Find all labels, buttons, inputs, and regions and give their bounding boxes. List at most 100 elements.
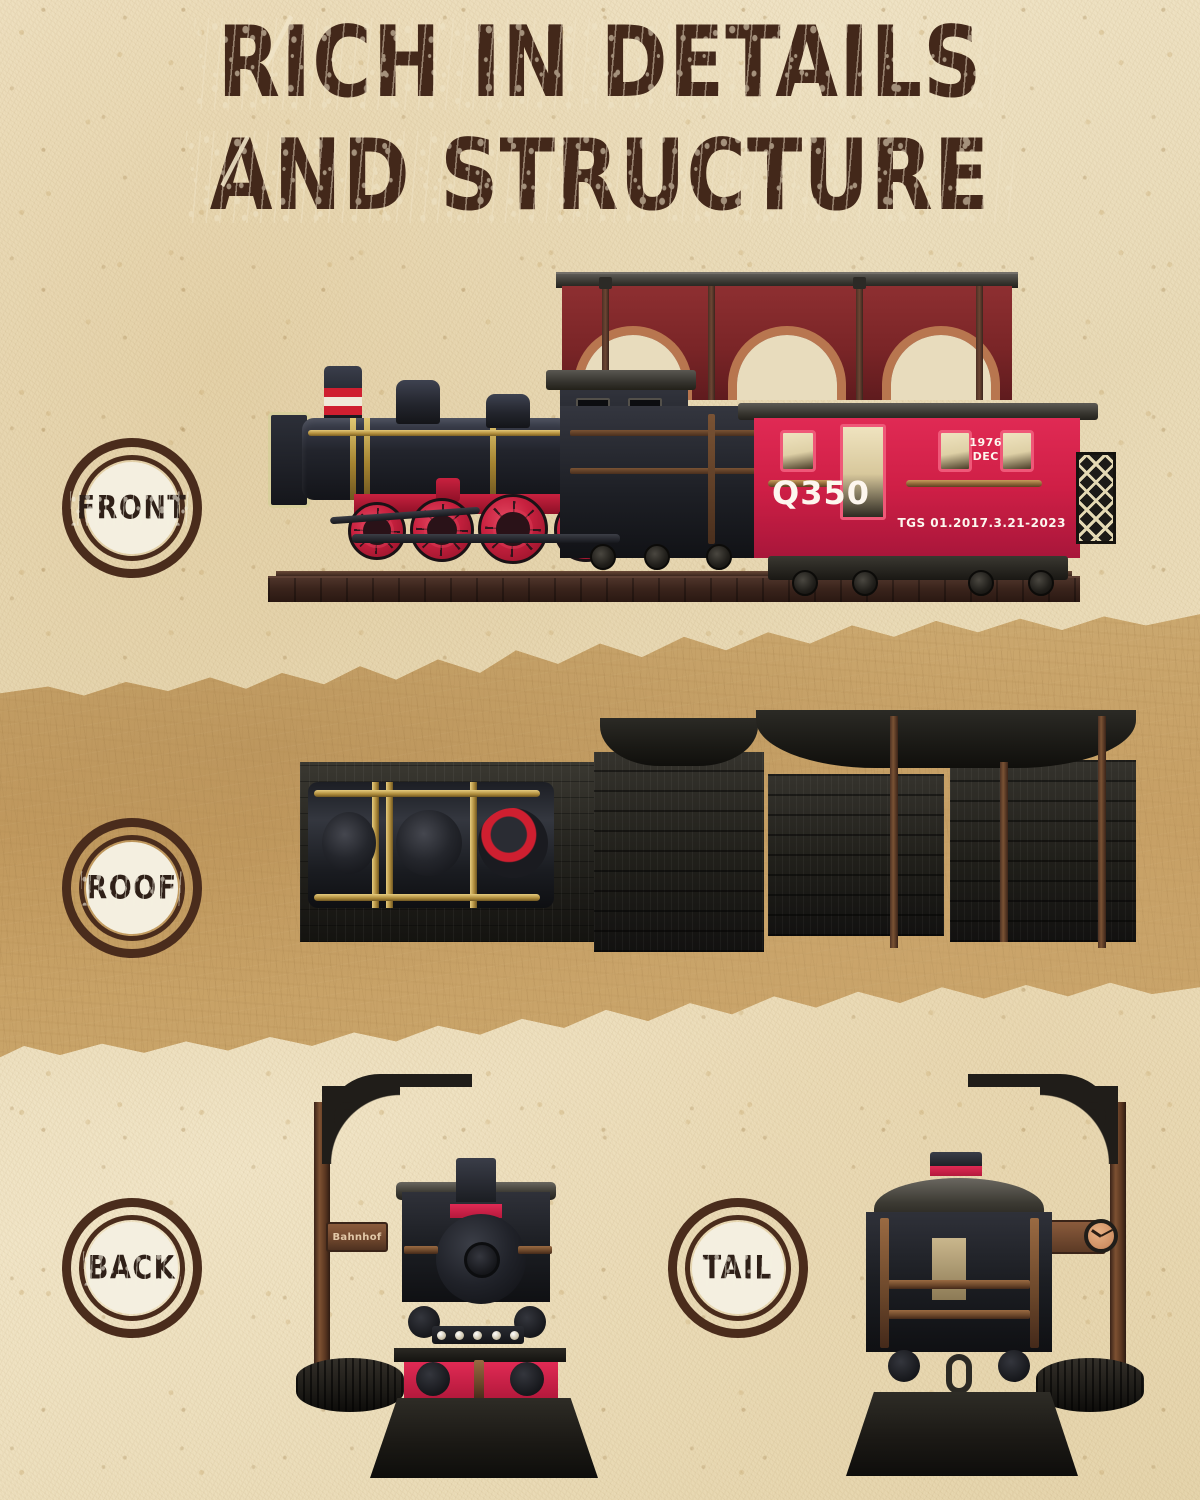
car-serial-marking: TGS 01.2017.3.21-2023 bbox=[897, 516, 1066, 530]
tender-beam bbox=[570, 430, 758, 436]
steam-dome bbox=[396, 380, 440, 424]
car-window bbox=[1000, 430, 1034, 472]
roof-support-post bbox=[1098, 716, 1106, 948]
badge-label-tail: TAIL bbox=[698, 1249, 778, 1287]
canopy-deck bbox=[556, 272, 1018, 288]
station-clock-sign bbox=[1048, 1219, 1118, 1254]
buffer-right bbox=[998, 1350, 1030, 1382]
model-photo-roof-view bbox=[300, 700, 1136, 970]
tender-car bbox=[560, 406, 770, 570]
canopy-arch bbox=[574, 326, 692, 400]
boiler-handrail bbox=[308, 430, 564, 436]
tender-beam bbox=[570, 468, 758, 474]
clock-hour-hand bbox=[1091, 1229, 1102, 1238]
view-badge-back[interactable]: BACK bbox=[62, 1198, 202, 1338]
badge-outer-ring bbox=[668, 1198, 808, 1338]
car-year-marking: 1976 DEC bbox=[969, 436, 1002, 464]
cab-roof-top bbox=[594, 752, 764, 952]
tender-wheel bbox=[706, 544, 732, 570]
model-photo-front-view: Q350 1976 DEC TGS 01.2017.3.21-2023 bbox=[268, 272, 1116, 602]
front-lamp bbox=[455, 1330, 465, 1340]
safety-valve-top bbox=[478, 808, 548, 878]
smokebox-door-hub bbox=[464, 1242, 500, 1278]
boiler-brass-band bbox=[364, 418, 370, 500]
lamppost-gusset bbox=[1040, 1086, 1118, 1164]
car-year-value: 1976 bbox=[969, 436, 1002, 449]
canopy-post-cap bbox=[853, 277, 866, 289]
stack-stripe-white bbox=[324, 397, 362, 406]
roof-support-post bbox=[890, 716, 898, 948]
smokestack-top bbox=[322, 812, 376, 874]
car-wheel bbox=[852, 570, 878, 596]
gusset-cutout bbox=[334, 1102, 360, 1132]
caboose-post bbox=[1030, 1218, 1039, 1348]
view-badge-front[interactable]: FRONT bbox=[62, 438, 202, 578]
caboose-post bbox=[880, 1218, 889, 1348]
cab-cowl bbox=[600, 718, 758, 766]
car-wheel bbox=[792, 570, 818, 596]
side-coupling-rod bbox=[352, 534, 620, 543]
canopy-post bbox=[976, 286, 983, 400]
title-line-1: RICH IN DETAILS bbox=[0, 15, 1200, 112]
front-lamp bbox=[510, 1330, 520, 1340]
caboose-rail bbox=[888, 1280, 1030, 1289]
station-clock-face bbox=[1084, 1219, 1118, 1253]
boiler-brass-band-top bbox=[386, 782, 393, 908]
view-badge-tail[interactable]: TAIL bbox=[668, 1198, 808, 1338]
badge-outer-ring bbox=[62, 1198, 202, 1338]
canopy-arch bbox=[728, 326, 846, 400]
boiler-handrail-top bbox=[314, 894, 540, 901]
roof-support-post bbox=[1000, 762, 1008, 942]
tender-wheel bbox=[590, 544, 616, 570]
passenger-car-roof bbox=[738, 403, 1098, 420]
display-platform bbox=[846, 1392, 1078, 1476]
station-name-text: Bahnhof bbox=[332, 1231, 382, 1243]
station-lamppost bbox=[1110, 1102, 1126, 1372]
model-photo-back-view: Bahnhof bbox=[292, 1062, 608, 1492]
display-platform bbox=[370, 1398, 598, 1478]
badge-label-roof: ROOF bbox=[80, 869, 184, 907]
coupler-loop bbox=[946, 1354, 972, 1394]
cab-frame-bar bbox=[404, 1246, 438, 1254]
canopy-arch bbox=[882, 326, 1000, 400]
lamppost-base bbox=[296, 1358, 404, 1412]
badge-inner-ring bbox=[79, 835, 185, 941]
boiler-handrail-top bbox=[314, 790, 540, 797]
track-rail bbox=[276, 571, 1072, 576]
front-lamp-bar bbox=[432, 1326, 524, 1344]
caboose-lattice-gate bbox=[1076, 452, 1116, 544]
page-title: RICH IN DETAILS AND STRUCTURE bbox=[0, 15, 1200, 225]
smokestack-front bbox=[456, 1158, 496, 1202]
car-wheel bbox=[1028, 570, 1054, 596]
driving-wheel bbox=[478, 494, 548, 564]
car-handrail bbox=[768, 480, 834, 487]
title-line-2-text: AND STRUCTURE bbox=[186, 119, 1015, 233]
car-roof-planks bbox=[950, 760, 1136, 942]
tender-roof-planks bbox=[768, 774, 944, 936]
canopy-post bbox=[599, 277, 612, 400]
driving-wheel bbox=[348, 502, 406, 560]
lamppost-arm bbox=[968, 1074, 1118, 1132]
badge-label-front: FRONT bbox=[70, 489, 194, 527]
model-photo-tail-view bbox=[832, 1062, 1148, 1492]
front-lamp bbox=[436, 1330, 446, 1340]
car-handrail bbox=[906, 480, 1042, 487]
clock-minute-hand bbox=[1100, 1229, 1113, 1237]
front-deck-plate bbox=[394, 1348, 566, 1362]
cab-frame-bar bbox=[518, 1246, 552, 1254]
station-name-sign: Bahnhof bbox=[326, 1222, 388, 1252]
canopy-post-cap bbox=[599, 277, 612, 289]
view-badge-roof[interactable]: ROOF bbox=[62, 818, 202, 958]
coupler-shank bbox=[474, 1360, 484, 1400]
title-line-2: AND STRUCTURE bbox=[0, 119, 1200, 233]
front-lamp bbox=[491, 1330, 501, 1340]
caboose-rail bbox=[888, 1310, 1030, 1319]
canopy-post bbox=[853, 277, 866, 400]
passenger-car-body: Q350 1976 DEC TGS 01.2017.3.21-2023 bbox=[754, 418, 1116, 558]
pilot-wheel-left bbox=[416, 1362, 450, 1396]
badge-label-back: BACK bbox=[82, 1249, 182, 1287]
passenger-car-truck bbox=[768, 556, 1068, 580]
pilot-wheel-right bbox=[510, 1362, 544, 1396]
car-window bbox=[938, 430, 972, 472]
